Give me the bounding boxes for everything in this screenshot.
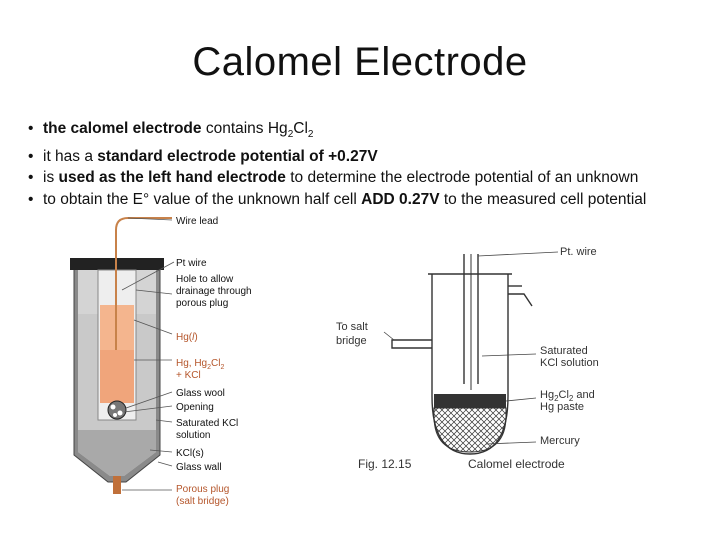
label-sat-kcl-1: Saturated KCl bbox=[176, 418, 238, 429]
porous-plug bbox=[113, 476, 121, 494]
bold-text: the calomel electrode bbox=[43, 120, 202, 137]
leader-lines-right bbox=[383, 251, 559, 445]
label-wire-lead: Wire lead bbox=[176, 216, 218, 227]
text-segment: to the measured cell potential bbox=[439, 190, 647, 208]
bullet-dot: • bbox=[28, 147, 34, 165]
slide-title: Calomel Electrode bbox=[192, 40, 528, 84]
subscript: 2 bbox=[287, 129, 294, 141]
bold-text: standard electrode potential of +0.27V bbox=[97, 147, 378, 165]
bullet-item: • to obtain the E° value of the unknown h… bbox=[28, 189, 708, 211]
bullet-text: it has a standard electrode potential of… bbox=[43, 148, 378, 165]
label-paste-right-2: Hg paste bbox=[540, 401, 584, 413]
bold-text: ADD 0.27V bbox=[361, 190, 440, 208]
label-paste-1: Hg, Hg2Cl2 bbox=[176, 358, 224, 371]
bullet-dot: • bbox=[28, 169, 34, 187]
subscript: 2 bbox=[307, 129, 314, 141]
label-hole-3: porous plug bbox=[176, 298, 228, 309]
label-sat-kcl-2: solution bbox=[176, 430, 210, 441]
label-mercury: Mercury bbox=[540, 435, 580, 447]
label-to-salt-2: bridge bbox=[336, 335, 367, 347]
bullet-text: is used as the left hand electrode to de… bbox=[43, 169, 638, 186]
text-segment: contains Hg bbox=[201, 120, 288, 137]
bullet-dot: • bbox=[28, 120, 34, 137]
bold-text: used as the left hand electrode bbox=[58, 169, 286, 187]
label-to-salt-1: To salt bbox=[336, 321, 368, 333]
label-pt-wire-right: Pt. wire bbox=[560, 246, 597, 258]
glass-wool-icon bbox=[107, 400, 127, 420]
label-hole-1: Hole to allow bbox=[176, 274, 234, 285]
kcl-solid bbox=[78, 430, 156, 476]
label-porous-plug-2: (salt bridge) bbox=[176, 496, 229, 507]
calomel-diagram-line-svg: Pt. wire To salt bridge Saturated KCl so… bbox=[336, 246, 599, 471]
label-paste-2: + KCl bbox=[176, 370, 201, 381]
bullet-text: to obtain the E° value of the unknown ha… bbox=[43, 191, 646, 208]
caption-text: Calomel electrode bbox=[468, 457, 565, 471]
label-kcl-s: KCl(s) bbox=[176, 448, 204, 459]
label-hole-2: drainage through bbox=[176, 286, 252, 297]
bullet-text: the calomel electrode contains Hg2Cl2 bbox=[43, 120, 314, 141]
label-opening: Opening bbox=[176, 402, 214, 413]
label-porous-plug-1: Porous plug bbox=[176, 484, 229, 495]
label-glass-wool: Glass wool bbox=[176, 388, 225, 399]
bullet-item: • is used as the left hand electrode to d… bbox=[28, 167, 708, 189]
bullet-dot: • bbox=[28, 190, 34, 208]
label-glass-wall: Glass wall bbox=[176, 462, 222, 473]
leader-lines bbox=[121, 217, 175, 491]
text-segment: Cl bbox=[293, 120, 308, 137]
label-pt-wire: Pt wire bbox=[176, 258, 207, 269]
bullet-item: • it has a standard electrode potential o… bbox=[28, 146, 708, 168]
calomel-paste-band bbox=[434, 394, 506, 408]
mercury-pool bbox=[433, 407, 507, 453]
bullet-item: •the calomel electrode contains Hg2Cl2 bbox=[28, 118, 708, 146]
calomel-diagram-line: Pt. wire To salt bridge Saturated KCl so… bbox=[322, 236, 686, 478]
text-segment: to obtain the E° value of the unknown ha… bbox=[43, 190, 362, 208]
caption-fig-number: Fig. 12.15 bbox=[358, 457, 412, 471]
bullet-list: •the calomel electrode contains Hg2Cl2 •… bbox=[28, 118, 708, 210]
text-segment: to determine the electrode potential of … bbox=[285, 169, 639, 187]
calomel-diagram-colored: Wire lead Pt wire Hole to allow drainage… bbox=[60, 210, 275, 510]
wire-lead bbox=[115, 217, 172, 350]
hg-paste bbox=[100, 350, 134, 403]
text-segment: is bbox=[43, 169, 59, 187]
label-saturated-1: Saturated bbox=[540, 345, 588, 357]
calomel-diagram-colored-svg: Wire lead Pt wire Hole to allow drainage… bbox=[70, 216, 252, 507]
text-segment: it has a bbox=[43, 147, 98, 165]
label-saturated-2: KCl solution bbox=[540, 357, 599, 369]
label-hg-l: Hg(l) bbox=[176, 332, 198, 343]
label-paste-right-1: Hg2Cl2 and bbox=[540, 389, 595, 403]
